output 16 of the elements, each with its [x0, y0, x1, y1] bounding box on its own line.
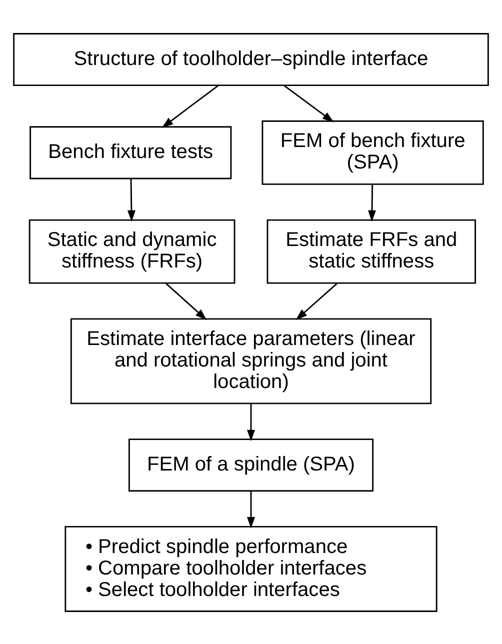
arrow — [246, 403, 256, 441]
node-box: Estimate interface parameters (linear and rotational springs and joint location) — [70, 318, 432, 404]
node-box: Static and dynamic stiffness (FRFs) — [28, 218, 236, 284]
arrow — [127, 178, 136, 222]
arrow — [368, 184, 376, 222]
node-box: FEM of a spindle (SPA) — [128, 438, 374, 492]
arrow — [284, 84, 334, 122]
node-box: Bench fixture tests — [30, 126, 232, 179]
arrow — [296, 282, 338, 320]
arrow — [165, 282, 207, 320]
node-box: Estimate FRFs and static stiffness — [266, 218, 476, 284]
arrow — [162, 84, 219, 128]
node-box: • Predict spindle performance • Compare toolholder interfaces • Select toolholder interfaces — [64, 526, 438, 612]
arrow — [246, 490, 256, 528]
node-box: FEM of bench fixture (SPA) — [262, 120, 484, 184]
node-box: Structure of toolholder–spindle interface — [13, 32, 489, 86]
